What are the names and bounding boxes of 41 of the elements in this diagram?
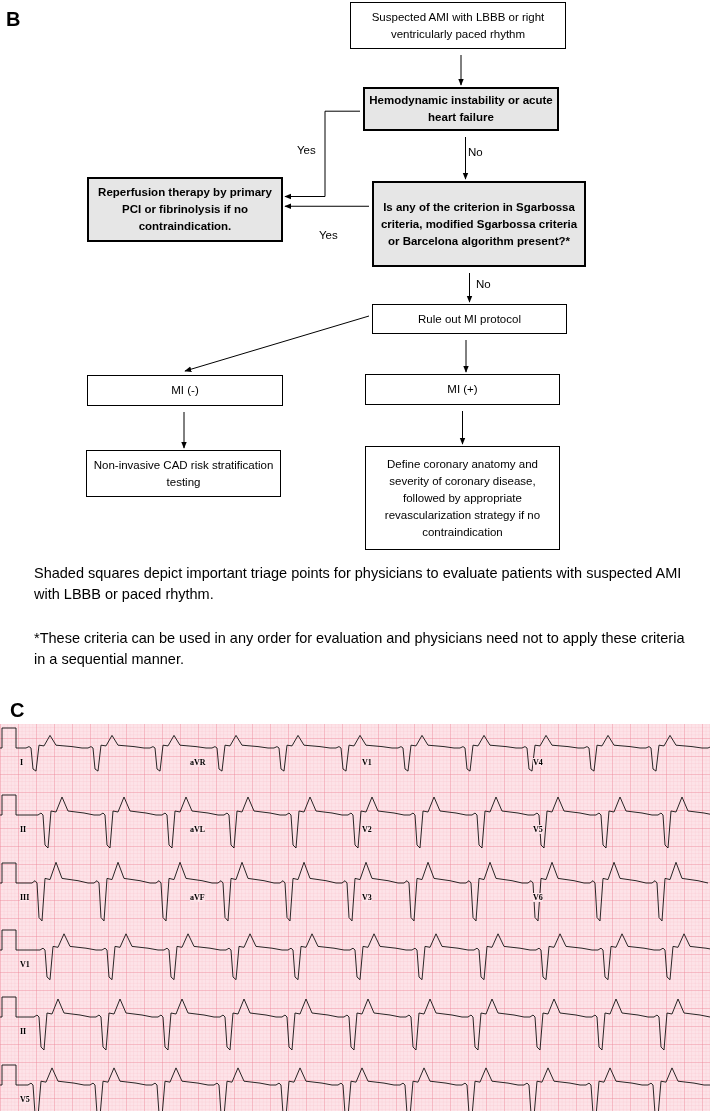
- lead-label: V6: [533, 893, 543, 902]
- lead-label: aVL: [190, 825, 206, 834]
- arrow: [462, 136, 469, 180]
- lead-label: III: [20, 893, 30, 902]
- decision-box: Reperfusion therapy by primary PCI or fibrinolysis if no contraindication.: [87, 177, 283, 242]
- decision-box: Hemodynamic instability or acute heart failure: [363, 87, 559, 131]
- arrow: [184, 315, 370, 372]
- panel-letter: C: [10, 698, 26, 723]
- decision-box: Is any of the criterion in Sgarbossa criteria, modified Sgarbossa criteria or Barcelona algorithm present?*: [372, 181, 586, 267]
- edge-label: Yes: [296, 143, 317, 157]
- arrow: [458, 54, 464, 86]
- lead-label: V1: [362, 758, 372, 767]
- process-box: Non-invasive CAD risk stratification testing: [86, 450, 281, 497]
- lead-label: V2: [362, 825, 372, 834]
- arrow: [463, 339, 469, 373]
- arrow: [284, 203, 370, 210]
- lead-label: V1: [20, 960, 30, 969]
- process-box: MI (-): [87, 375, 283, 406]
- arrow: [459, 410, 466, 445]
- process-box: Define coronary anatomy and severity of coronary disease, followed by appropriate revascularization strategy if no contraindication: [365, 446, 560, 550]
- lead-label: V5: [20, 1095, 30, 1104]
- lead-label: II: [20, 825, 27, 834]
- lead-label: I: [20, 758, 24, 767]
- process-box: MI (+): [365, 374, 560, 405]
- edge-label: No: [475, 277, 492, 291]
- lead-label: aVR: [190, 758, 206, 767]
- footnote: *These criteria can be used in any order for evaluation and physicians need not to apply these criteria in a sequential manner.: [34, 629, 686, 669]
- arrow: [181, 411, 187, 449]
- arrow: [466, 272, 473, 303]
- edge-label: Yes: [318, 228, 339, 242]
- lead-label: II: [20, 1027, 27, 1036]
- footnote: Shaded squares depict important triage points for physicians to evaluate patients with suspected AMI with LBBB or paced rhythm.: [34, 564, 683, 604]
- process-box: Suspected AMI with LBBB or right ventricularly paced rhythm: [350, 2, 566, 49]
- process-box: Rule out MI protocol: [372, 304, 567, 334]
- panel-letter: B: [6, 7, 22, 32]
- lead-label: V4: [533, 758, 543, 767]
- lead-label: V3: [362, 893, 372, 902]
- lead-label: aVF: [190, 893, 205, 902]
- arrow: [284, 110, 361, 200]
- edge-label: No: [467, 145, 484, 159]
- lead-label: V5: [533, 825, 543, 834]
